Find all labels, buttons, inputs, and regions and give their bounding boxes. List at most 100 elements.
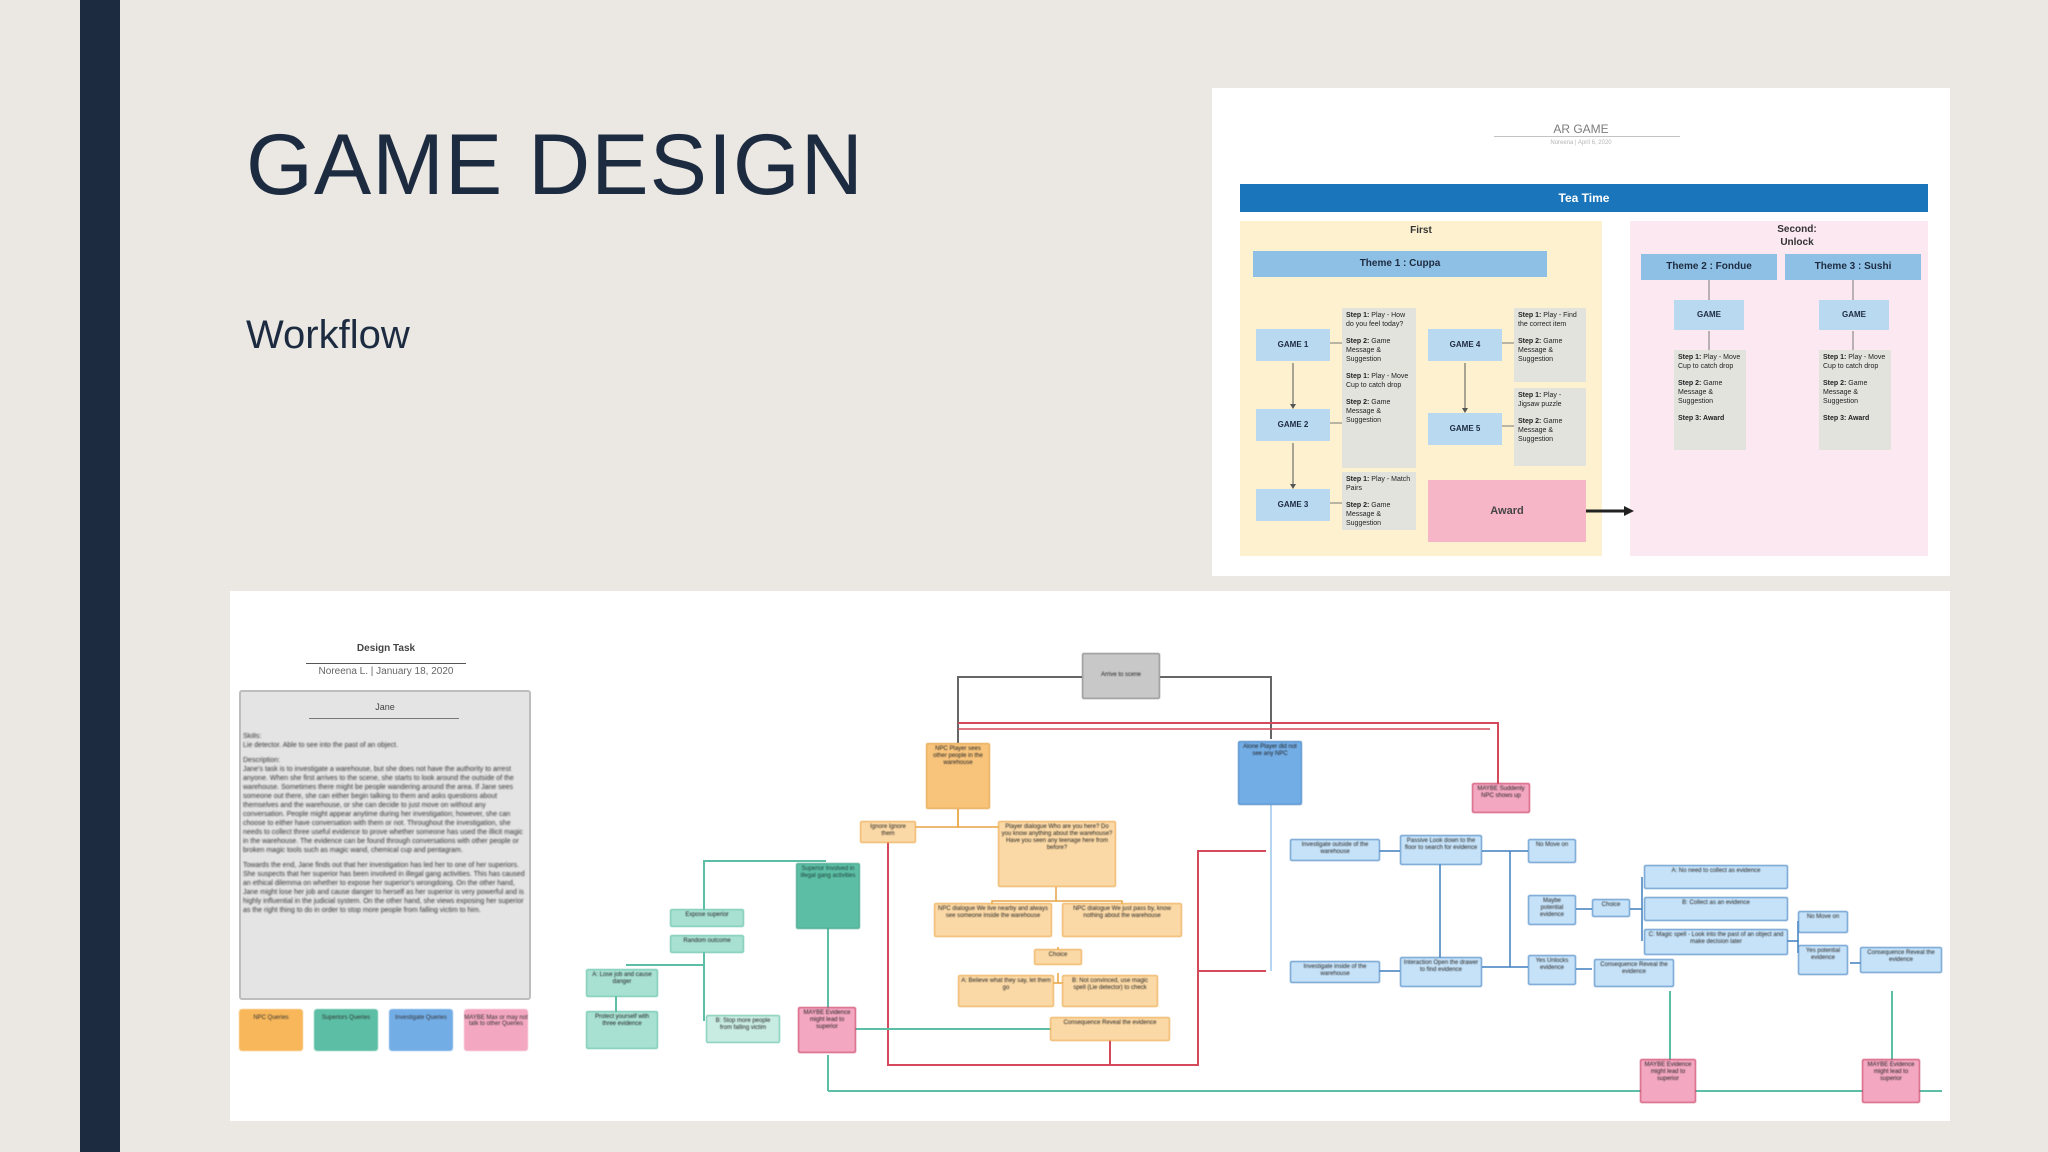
step-text: Play - Move Cup to catch drop [1823,354,1886,370]
step-text: Game Message & Suggestion [1346,502,1391,527]
step-label: Step 2: [1346,502,1370,509]
theme-3-game-box: GAME [1819,300,1889,330]
slide-accent-bar [80,0,120,1152]
node-investigate-outside: Investigate outside of the warehouse [1290,839,1380,861]
node-alone: Alone Player did not see any NPC [1238,741,1302,805]
game-1-2-steps: Step 1: Play - How do you feel today? St… [1342,308,1416,468]
game-1-box: GAME 1 [1256,329,1330,361]
node-maybe-bottom-1: MAYBE Evidence might lead to superior [1640,1059,1696,1103]
node-passive: Passive Look down to the floor to search… [1400,835,1482,865]
game-5-steps: Step 1: Play - Jigsaw puzzle Step 2: Gam… [1514,388,1586,466]
step-label: Step 1: [1678,354,1702,361]
legend-npc: NPC Queries [239,1009,303,1051]
step-text: Play - Match Pairs [1346,476,1411,492]
step-text: Game Message & Suggestion [1346,399,1391,424]
page-subtitle: Workflow [246,313,410,357]
step-label: Step 1: [1823,354,1847,361]
wire-superior-expose [703,860,826,911]
wire-start-alone [1160,676,1272,739]
step-label: Step 2: [1518,418,1542,425]
theme-1-bar: Theme 1 : Cuppa [1253,251,1547,277]
step-label: Step 2: [1678,380,1702,387]
node-evidence-b: B: Collect as an evidence [1644,897,1788,921]
arrowhead-g2 [1290,404,1296,409]
node-interaction: Interaction Open the drawer to find evid… [1400,957,1482,987]
step-text: Game Message & Suggestion [1346,338,1391,363]
description-heading: Description: [243,757,280,764]
skills-heading: Skills: [243,733,262,740]
wire-start-npc [957,676,1082,743]
node-consequence-npc: Consequence Reveal the evidence [1050,1017,1170,1041]
node-maybe-evidence: MAYBE Evidence might lead to superior [798,1007,856,1053]
step-label: Step 2: [1823,380,1847,387]
node-player-dialogue: Player dialogue Who are you here? Do you… [998,821,1116,887]
step-label: Step 3: [1678,415,1702,422]
step-text: Play - Move Cup to catch drop [1678,354,1741,370]
game-3-steps: Step 1: Play - Match Pairs Step 2: Game … [1342,472,1416,530]
node-expose-superior: Expose superior [670,909,744,927]
node-npc-dialogue-1: NPC dialogue We live nearby and always s… [934,903,1052,937]
legend-maybe: MAYBE Max or may not talk to other Queri… [464,1009,528,1051]
second-label-line2: Unlock [1780,237,1814,248]
game-3-box: GAME 3 [1256,489,1330,521]
theme-3-bar: Theme 3 : Sushi [1785,254,1921,280]
node-choice: Choice [1034,949,1082,965]
node-believe: A: Believe what they say, let them go [958,975,1054,1007]
node-yes-2: Yes potential evidence [1798,945,1848,975]
step-text: Play - Jigsaw puzzle [1518,392,1562,408]
step-text: Game Message & Suggestion [1518,338,1563,363]
character-description: Skills: Lie detector. Able to see into t… [243,732,529,990]
theme-2-game-box: GAME [1674,300,1744,330]
node-yes: Yes Unlocks evidence [1528,955,1576,985]
step-text: Play - How do you feel today? [1346,312,1406,328]
step-label: Step 3: [1823,415,1847,422]
node-stop-more-people: B: Stop more people from falling victim [706,1015,780,1043]
node-maybe-npc: MAYBE Suddenly NPC shows up [1472,783,1530,813]
design-task-meta: Noreena L. | January 18, 2020 [318,666,454,677]
step-text: Game Message & Suggestion [1518,418,1563,443]
node-npc-dialogue-2: NPC dialogue We just pass by, know nothi… [1062,903,1182,937]
node-not-believe: B: Not convinced, use magic spell (Lie d… [1062,975,1158,1007]
game-5-box: GAME 5 [1428,413,1502,445]
wire-red-bottom [887,831,1266,1066]
step-label: Step 1: [1346,312,1370,319]
game-4-box: GAME 4 [1428,329,1502,361]
node-maybe-bottom-2: MAYBE Evidence might lead to superior [1862,1059,1920,1103]
node-no: No Move on [1528,839,1576,863]
design-task-diagram: Design Task Noreena L. | January 18, 202… [230,591,1950,1121]
second-label-line1: Second: [1777,224,1817,235]
description-paragraph-2: Towards the end, Jane finds out that her… [243,862,525,914]
ar-diagram-meta: Noreena | April 6, 2020 [1550,140,1612,146]
step-text: Game Message & Suggestion [1678,380,1723,405]
node-maybe-potential: Maybe potential evidence [1528,895,1576,925]
node-consequence-3: Consequence Reveal the evidence [1860,947,1942,973]
step-label: Step 1: [1518,312,1542,319]
node-consequence-2: Consequence Reveal the evidence [1594,959,1674,987]
character-name-underline [309,718,459,719]
step-text: Play - Move Cup to catch drop [1346,373,1409,389]
game-2-box: GAME 2 [1256,409,1330,441]
design-task-title-underline [306,663,466,664]
wire-red-top [958,722,1499,803]
node-lose-job: A: Lose job and cause danger [586,969,658,997]
game-4-steps: Step 1: Play - Find the correct item Ste… [1514,308,1586,382]
step-label: Step 1: [1346,476,1370,483]
ar-title-underline [1494,136,1680,137]
node-superior: Superior Involved in illegal gang activi… [796,863,860,929]
arrowhead-g3 [1290,484,1296,489]
ar-connectors [1290,280,1854,516]
node-investigate-inside: Investigate inside of the warehouse [1290,961,1380,983]
legend-investigate: Investigate Queries [389,1009,453,1051]
step-label: Step 1: [1346,373,1370,380]
node-arrive-to-scene: Arrive to scene [1082,653,1160,699]
second-label: Second: Unlock [1742,223,1852,249]
step-label: Step 2: [1518,338,1542,345]
flowchart-connectors [615,676,1942,1092]
node-protect-yourself: Protect yourself with three evidence [586,1011,658,1049]
theme-3-steps: Step 1: Play - Move Cup to catch drop St… [1819,350,1891,450]
theme-2-steps: Step 1: Play - Move Cup to catch drop St… [1674,350,1746,450]
node-evidence-a: A: No need to collect as evidence [1644,865,1788,889]
node-random-outcome: Random outcome [670,935,744,953]
design-task-title: Design Task [356,643,416,654]
arrowhead-g5 [1462,408,1468,413]
